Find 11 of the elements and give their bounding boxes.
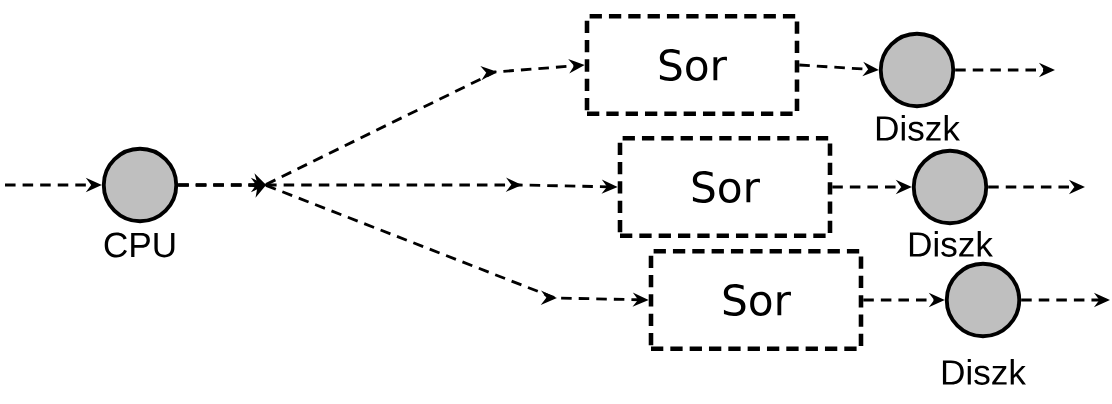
queue-box: Sor	[617, 135, 833, 239]
queue-box: Sor	[584, 13, 800, 117]
node-label: Diszk	[942, 359, 1026, 385]
station-circle	[911, 148, 989, 226]
node-label: Diszk	[909, 231, 993, 257]
queue-box: Sor	[648, 248, 864, 351]
station-circle	[878, 31, 956, 109]
station-circle	[944, 261, 1022, 339]
station-circle	[101, 146, 179, 224]
node-label: Diszk	[876, 115, 960, 141]
node-label: CPU	[104, 232, 175, 258]
